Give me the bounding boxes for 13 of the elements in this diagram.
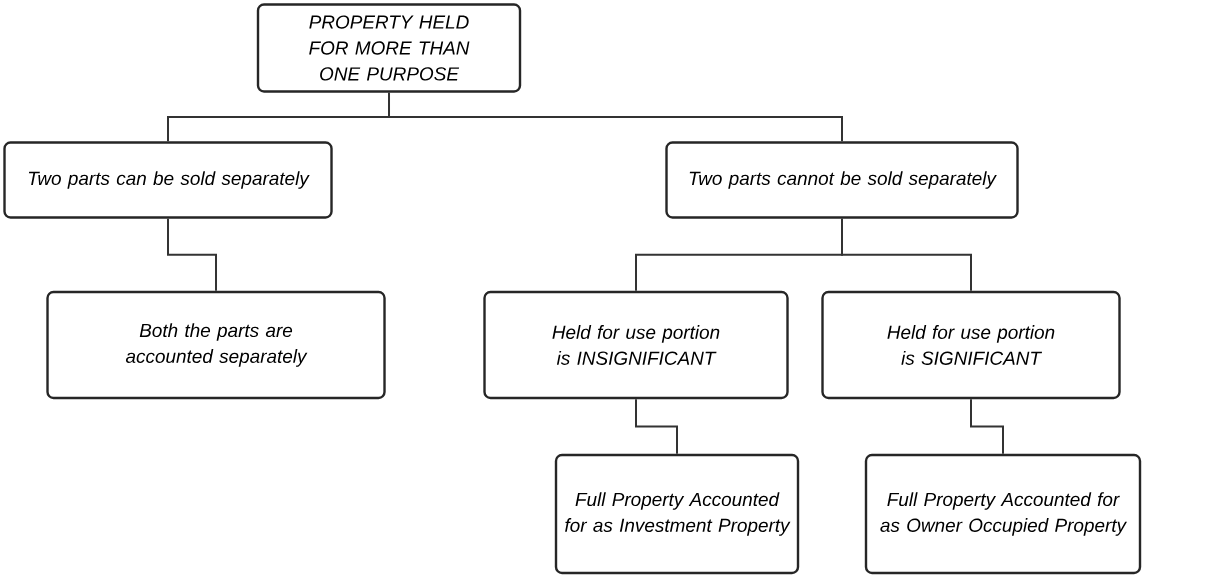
process-box: Held for use portion is SIGNIFICANT: [821, 290, 1121, 400]
connector-line: [635, 398, 678, 455]
process-box: Two parts cannot be sold separately: [665, 141, 1019, 219]
process-box: Full Property Accounted for as Investment Property: [554, 453, 800, 575]
connector-line: [841, 217, 972, 292]
root-box: PROPERTY HELD FOR MORE THAN ONE PURPOSE: [256, 3, 522, 93]
connector-line: [970, 398, 1004, 455]
process-box: Both the parts are accounted separately: [46, 290, 386, 400]
process-box: Held for use portion is INSIGNIFICANT: [483, 290, 789, 400]
connector-line: [167, 217, 217, 292]
process-box: Full Property Accounted for as Owner Occupied Property: [864, 453, 1142, 575]
connector-line: [388, 91, 843, 143]
process-box: Two parts can be sold separately: [3, 141, 333, 219]
